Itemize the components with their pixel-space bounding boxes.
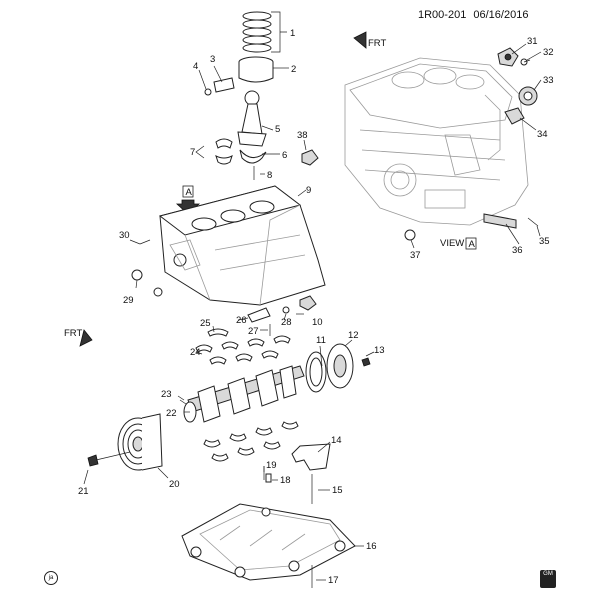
callout-23: 23 [161, 389, 172, 400]
bearing-cap-part-14 [291, 443, 331, 471]
plug-part-10 [299, 295, 317, 311]
callout-20: 20 [169, 479, 180, 490]
view-a-arrow-letter: A [186, 187, 193, 198]
callout-5: 5 [275, 124, 280, 135]
bearing-lower-part-24 [203, 421, 299, 462]
frt-label-lower: FRT [64, 328, 82, 339]
retainer-part-4 [204, 88, 212, 96]
diagram-date: 06/16/2016 [473, 9, 529, 21]
callout-12: 12 [348, 330, 359, 341]
callout-34: 34 [537, 129, 548, 140]
rod-cap-part-6 [239, 149, 267, 164]
callout-31: 31 [527, 36, 538, 47]
callout-37: 37 [410, 250, 421, 261]
balancer-bolt-part-21 [87, 451, 131, 467]
callout-32: 32 [543, 47, 554, 58]
rod-bearings-part-7 [215, 138, 233, 165]
bolt-part-28 [282, 306, 290, 314]
piston-pin-part-3 [213, 77, 235, 93]
callout-1: 1 [290, 28, 295, 39]
sensor-part-31 [497, 47, 519, 67]
sensor-part-34 [504, 107, 525, 125]
reference-mark: ja [44, 571, 58, 585]
reluctor-ring-part-12 [326, 343, 354, 389]
callout-9: 9 [306, 185, 311, 196]
callout-16: 16 [366, 541, 377, 552]
callout-15: 15 [332, 485, 343, 496]
pin-part-23 [179, 399, 187, 405]
callout-6: 6 [282, 150, 287, 161]
callout-11: 11 [316, 335, 326, 346]
bolt-part-32 [520, 58, 531, 66]
engine-block-view-a [344, 57, 529, 226]
callout-10: 10 [312, 317, 323, 328]
callout-33: 33 [543, 75, 554, 86]
dowel-part-18 [265, 473, 272, 483]
callout-29: 29 [123, 295, 134, 306]
sensor-part-36 [483, 213, 517, 229]
callout-38: 38 [297, 130, 308, 141]
piston-part-2 [238, 56, 274, 83]
cylinder-block-part-9 [158, 185, 326, 306]
callout-3: 3 [210, 54, 215, 65]
piston-rings-part-1 [242, 11, 272, 53]
callout-7: 7 [190, 147, 195, 158]
callout-2: 2 [291, 64, 296, 75]
callout-19: 19 [266, 460, 277, 471]
callout-labels: 1 2 3 4 5 6 7 8 9 10 11 12 13 14 15 16 1… [78, 28, 554, 586]
rear-seal-part-11 [305, 351, 327, 393]
bolt-part-35 [527, 217, 539, 227]
leader-lines [83, 11, 542, 581]
callout-17: 17 [328, 575, 339, 586]
callout-26: 26 [236, 315, 247, 326]
view-letter: A [469, 239, 476, 250]
callout-22: 22 [166, 408, 177, 419]
callout-8: 8 [267, 170, 272, 181]
bolt-part-13 [361, 357, 371, 367]
callout-35: 35 [539, 236, 550, 247]
plug-part-33 [518, 86, 538, 106]
gm-logo-badge: GM [540, 570, 556, 588]
diagram-code: 1R00-201 [418, 9, 467, 21]
callout-21: 21 [78, 486, 89, 497]
callout-13: 13 [374, 345, 385, 356]
crankshaft-balancer-part-20 [117, 413, 163, 471]
connecting-rod-part-5 [237, 90, 267, 147]
gm-logo-text: GM [543, 571, 553, 577]
bolt-part-30 [139, 239, 151, 245]
view-label-text: VIEW [440, 238, 464, 249]
frt-arrow-lower: FRT [64, 328, 93, 347]
seal-part-37 [404, 229, 416, 241]
callout-30: 30 [119, 230, 130, 241]
crankshaft-part-22 [183, 365, 305, 423]
view-a-label: VIEW A [440, 237, 477, 250]
callout-28: 28 [281, 317, 292, 328]
callout-18: 18 [280, 475, 291, 486]
lower-crankcase-part-16 [181, 503, 356, 581]
nozzle-part-26 [247, 307, 271, 323]
bearing-upper-part-24 [195, 335, 291, 365]
callout-4: 4 [193, 61, 198, 72]
diagram-header: 1R00-201 06/16/2016 [418, 9, 528, 21]
frt-label-upper: FRT [368, 38, 386, 49]
frt-arrow-upper: FRT [353, 31, 386, 49]
callout-14: 14 [331, 435, 342, 446]
callout-36: 36 [512, 245, 523, 256]
thrust-washer-part-25 [207, 328, 229, 337]
callout-27: 27 [248, 326, 259, 337]
callout-24: 24 [190, 347, 201, 358]
plug-part-38 [301, 149, 319, 166]
callout-25: 25 [200, 318, 211, 329]
